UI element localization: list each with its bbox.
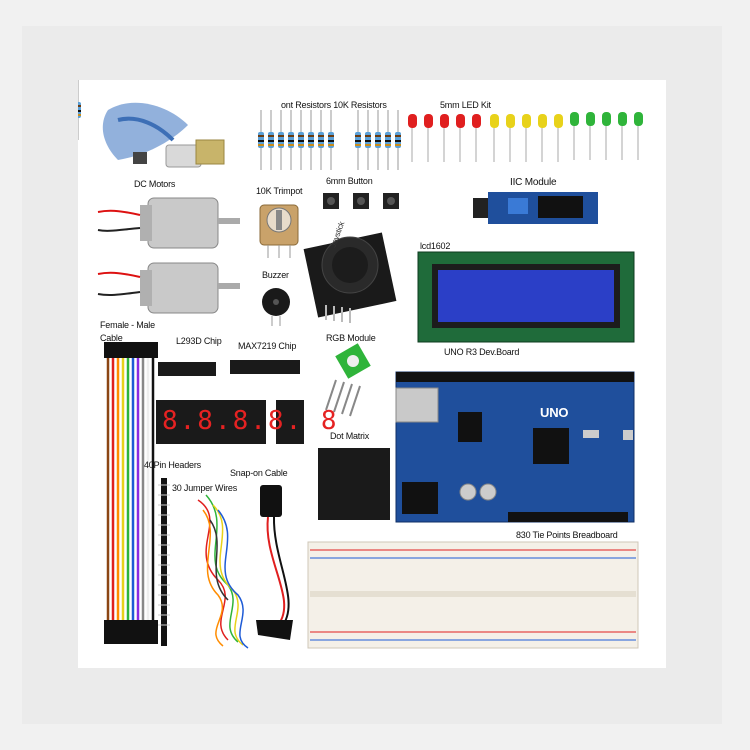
snap-cable-icon [256, 485, 293, 640]
uno-board-label: UNO R3 Dev.Board [444, 347, 520, 357]
product-photo: DC Motors ont Resistors 10K Resistors 5m… [78, 80, 666, 668]
breadboard-label: 830 Tie Points Breadboard [516, 530, 618, 540]
seven-segment-digits: 8.8.8.8. 8 [162, 406, 339, 436]
lcd-module-icon [417, 251, 635, 343]
led-kit-icon [408, 112, 643, 162]
l293d-label: L293D Chip [176, 336, 222, 346]
seven-segment-display-icon [156, 400, 304, 444]
dot-matrix-icon [318, 448, 390, 520]
max7219-label: MAX7219 Chip [238, 341, 297, 351]
joystick-icon [303, 232, 397, 323]
female-male-cable-icon [104, 342, 158, 644]
headers-label: 40Pin Headers [144, 460, 201, 470]
dc-motor-icon [97, 197, 240, 314]
button-label: 6mm Button [326, 176, 373, 186]
iic-module-icon [473, 192, 598, 224]
kit-illustration [78, 80, 643, 649]
rgb-module-icon [325, 343, 371, 417]
trimpot-icon [259, 204, 299, 258]
led-kit-label: 5mm LED Kit [440, 100, 491, 110]
jumper-wires-icon [197, 494, 249, 649]
buzzer-icon [262, 288, 290, 326]
buzzer-label: Buzzer [262, 270, 289, 280]
rgb-module-label: RGB Module [326, 333, 376, 343]
dot-matrix-label: Dot Matrix [330, 431, 370, 441]
push-button-icon [323, 193, 399, 209]
ic-chip-icon [158, 360, 300, 376]
jumper-wires-label: 30 Jumper Wires [172, 483, 238, 493]
snap-cable-label: Snap-on Cable [230, 468, 288, 478]
usb-cable-icon [102, 102, 225, 168]
breadboard-icon [307, 541, 639, 649]
uno-board-marking: UNO [540, 405, 569, 420]
trimpot-label: 10K Trimpot [256, 186, 303, 196]
female-male-label: Female - Male [100, 320, 155, 330]
resistors-label: ont Resistors 10K Resistors [281, 100, 387, 110]
iic-module-label: IIC Module [510, 177, 557, 188]
lcd-label: lcd1602 [420, 241, 451, 251]
pin-header-icon [158, 478, 170, 646]
resistors-icon [78, 80, 402, 171]
cable-label: Cable [100, 333, 123, 343]
uno-board-icon [395, 371, 635, 523]
dc-motors-label: DC Motors [134, 179, 176, 189]
